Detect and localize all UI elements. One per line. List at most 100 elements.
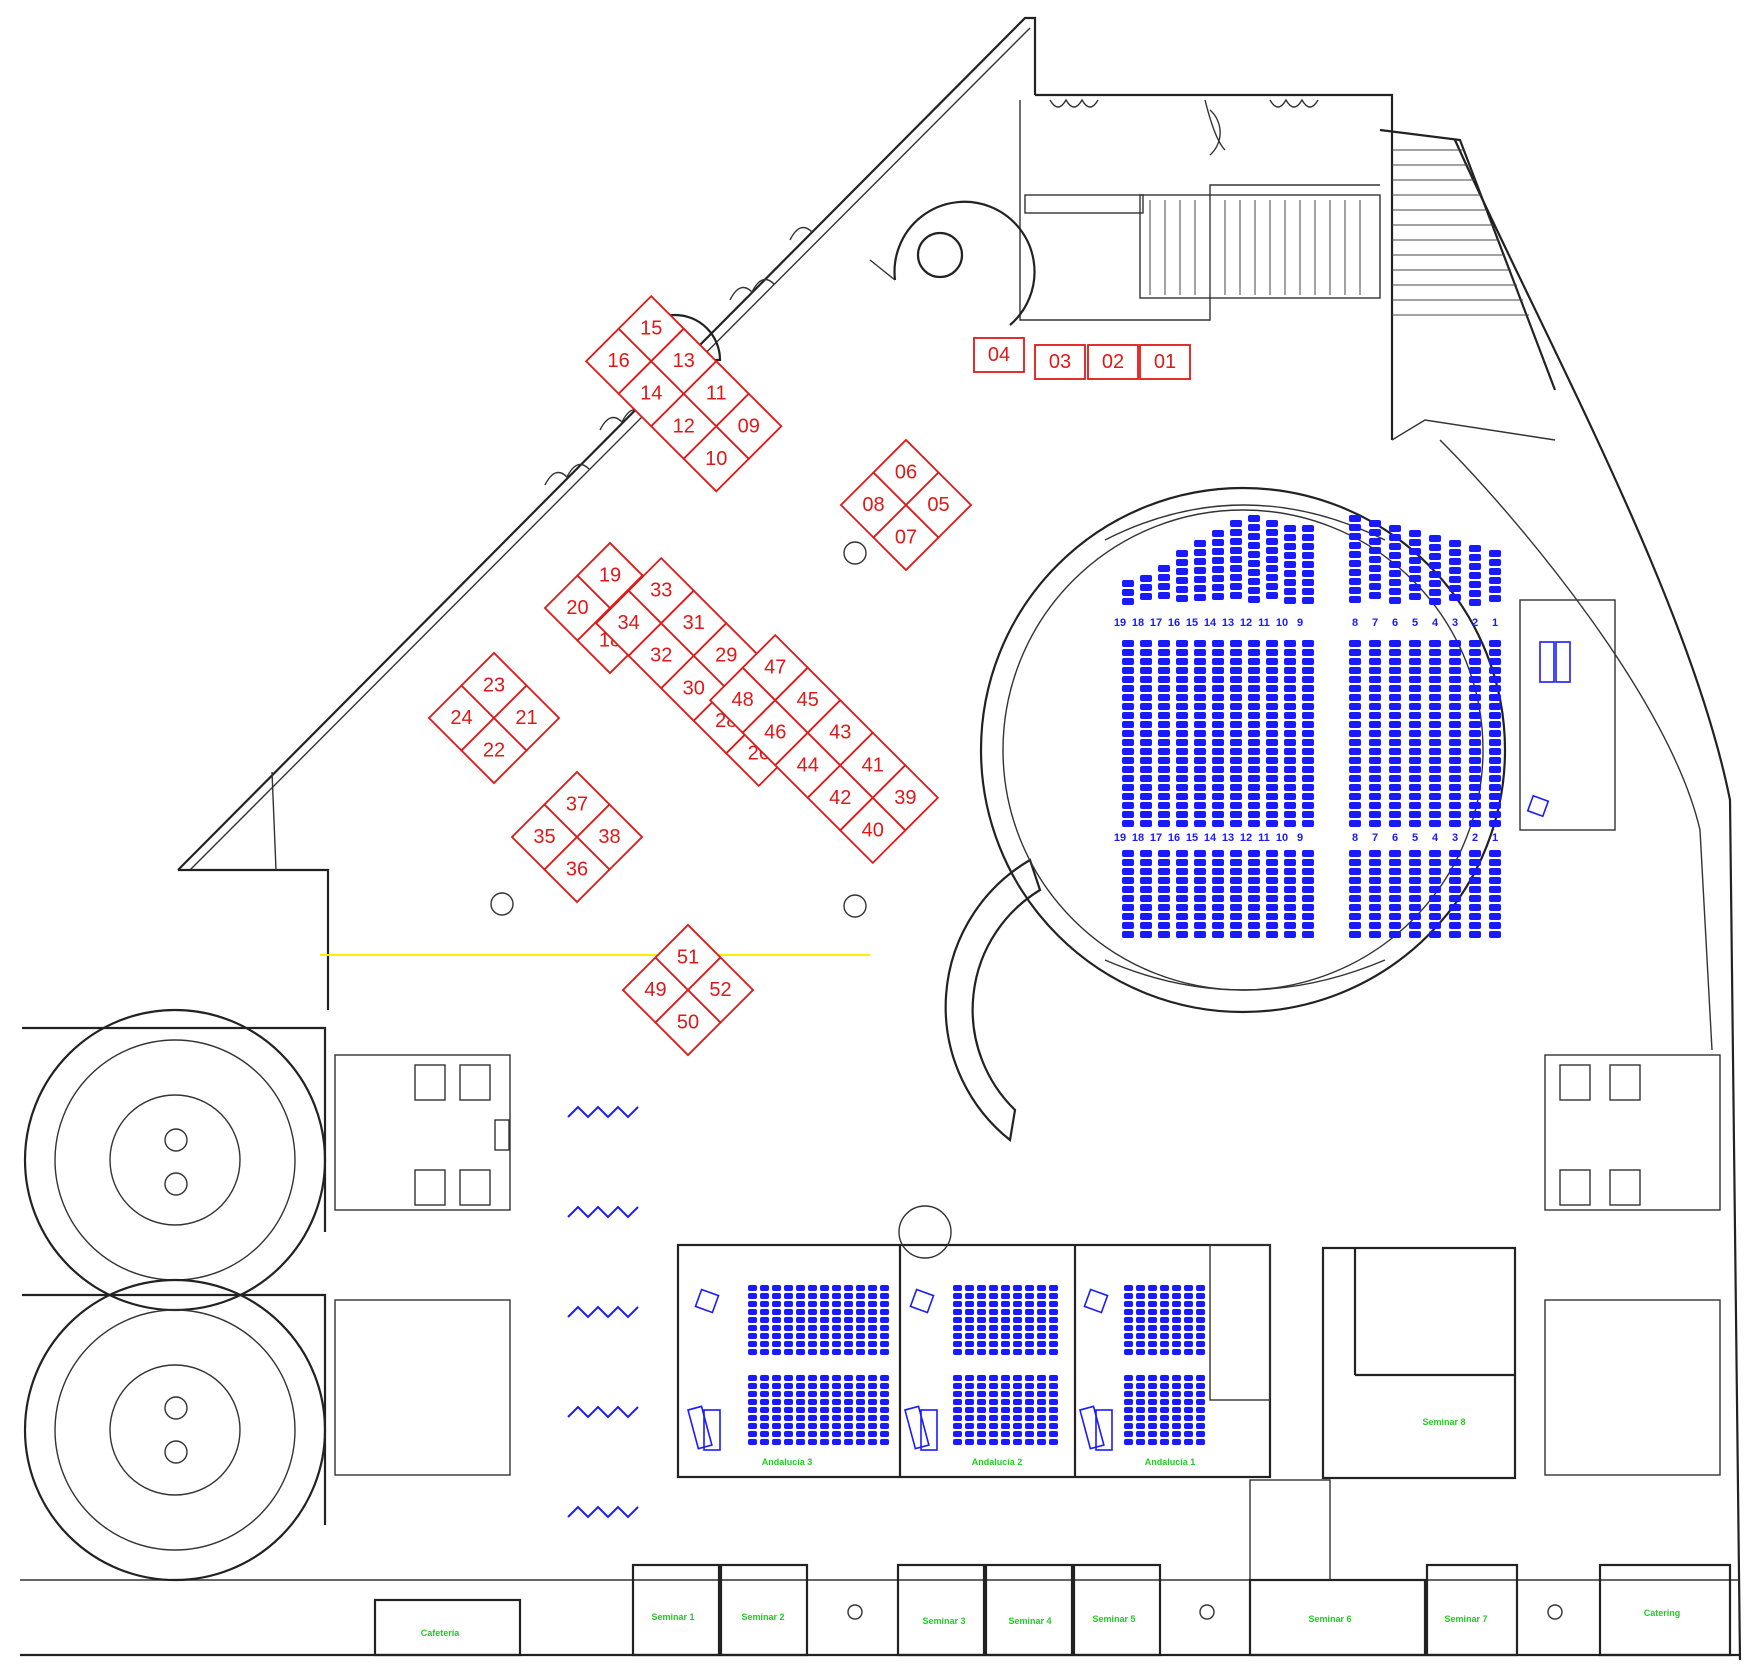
seat: [1001, 1285, 1010, 1291]
seat: [1266, 895, 1278, 902]
seat: [1429, 904, 1441, 911]
seat: [1248, 569, 1260, 576]
row-number: 12: [1240, 617, 1252, 629]
seat: [868, 1349, 877, 1355]
seat: [1194, 594, 1206, 601]
seat: [1409, 548, 1421, 555]
seat: [1049, 1301, 1058, 1307]
seat: [1449, 712, 1461, 719]
seat: [1160, 1349, 1169, 1355]
seat: [1001, 1293, 1010, 1299]
seat: [953, 1341, 962, 1347]
seat: [1025, 1333, 1034, 1339]
seat: [808, 1431, 817, 1437]
seat: [1266, 877, 1278, 884]
seat: [989, 1415, 998, 1421]
seat: [1212, 694, 1224, 701]
seat: [1409, 850, 1421, 857]
seat: [1124, 1399, 1133, 1405]
seat: [772, 1293, 781, 1299]
seat: [820, 1293, 829, 1299]
seat: [1025, 1317, 1034, 1323]
seat: [1266, 922, 1278, 929]
seat: [1148, 1407, 1157, 1413]
seat: [1124, 1439, 1133, 1445]
seat: [1369, 802, 1381, 809]
seat: [1349, 524, 1361, 531]
seat: [1302, 658, 1314, 665]
seat: [1389, 757, 1401, 764]
seat: [1230, 868, 1242, 875]
seat: [1266, 784, 1278, 791]
seat: [760, 1423, 769, 1429]
seat: [1449, 585, 1461, 592]
seat: [1429, 868, 1441, 875]
seat: [1140, 739, 1152, 746]
seat: [1449, 820, 1461, 827]
seat: [1302, 877, 1314, 884]
seat: [1158, 802, 1170, 809]
seat: [1409, 712, 1421, 719]
seat: [1489, 685, 1501, 692]
seat: [1122, 895, 1134, 902]
room-label: Seminar 1: [651, 1612, 694, 1622]
seat: [1184, 1333, 1193, 1339]
seat: [1025, 1301, 1034, 1307]
seat: [1409, 584, 1421, 591]
seat: [1013, 1285, 1022, 1291]
seat: [880, 1349, 889, 1355]
seat: [1389, 588, 1401, 595]
seat: [1212, 575, 1224, 582]
seat: [1409, 886, 1421, 893]
seat: [1196, 1317, 1205, 1323]
seat: [1266, 583, 1278, 590]
seat: [1124, 1391, 1133, 1397]
seat: [1122, 886, 1134, 893]
seat: [748, 1285, 757, 1291]
seat: [1194, 694, 1206, 701]
seat: [1172, 1333, 1181, 1339]
seat: [1230, 913, 1242, 920]
seat: [1429, 730, 1441, 737]
booth-label: 37: [566, 793, 588, 815]
seat: [1148, 1439, 1157, 1445]
seat: [856, 1333, 865, 1339]
seat: [1389, 658, 1401, 665]
seat: [1449, 886, 1461, 893]
service-core-left: [334, 1054, 511, 1476]
seat: [1049, 1349, 1058, 1355]
seat: [880, 1325, 889, 1331]
seat: [1158, 592, 1170, 599]
seat: [832, 1301, 841, 1307]
seat: [1184, 1293, 1193, 1299]
seat: [1248, 757, 1260, 764]
seat: [1176, 859, 1188, 866]
seat: [1284, 552, 1296, 559]
seminar-8-block: [1249, 1246, 1517, 1581]
seat: [953, 1349, 962, 1355]
seat: [1469, 868, 1481, 875]
booth-label: 49: [644, 979, 666, 1001]
seat: [1230, 895, 1242, 902]
seat: [1302, 913, 1314, 920]
row-number: 5: [1412, 617, 1418, 629]
seat: [1160, 1439, 1169, 1445]
seat: [832, 1399, 841, 1405]
seat: [953, 1317, 962, 1323]
seat: [1176, 577, 1188, 584]
seat: [1489, 568, 1501, 575]
seat: [1449, 802, 1461, 809]
seat: [1349, 587, 1361, 594]
seat: [1194, 757, 1206, 764]
seat: [1158, 685, 1170, 692]
seat: [1176, 922, 1188, 929]
booth-label: 41: [862, 754, 884, 776]
seat: [1158, 712, 1170, 719]
seat: [1389, 868, 1401, 875]
seat: [1122, 802, 1134, 809]
seat: [1449, 739, 1461, 746]
seat: [1248, 658, 1260, 665]
row-number: 3: [1452, 617, 1458, 629]
seat: [1194, 567, 1206, 574]
seat: [820, 1415, 829, 1421]
